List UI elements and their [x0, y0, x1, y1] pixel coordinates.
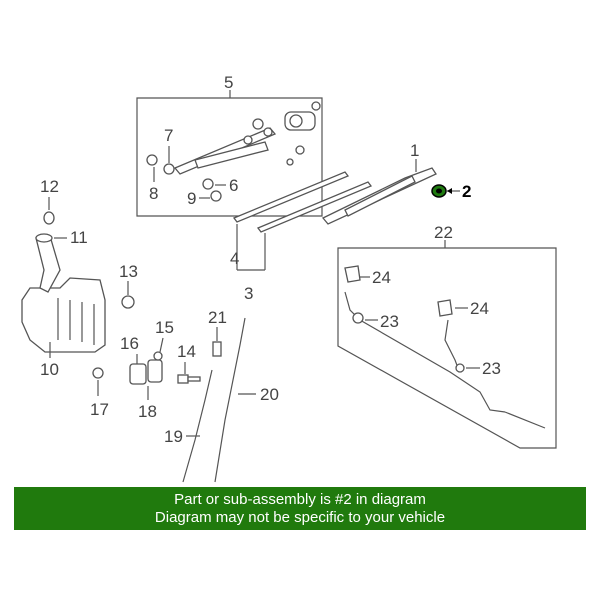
callout-14: 14 — [177, 342, 196, 361]
group-box-5 — [136, 97, 323, 217]
callout-1: 1 — [410, 141, 419, 160]
callout-24b: 24 — [470, 299, 489, 318]
part-9 — [210, 190, 222, 202]
wiper-arm-1 — [321, 167, 437, 225]
washer-reservoir — [21, 233, 106, 353]
callout-10: 10 — [40, 360, 59, 379]
callout-18: 18 — [138, 402, 157, 421]
washer-pump — [129, 351, 163, 385]
info-banner: Part or sub-assembly is #2 in diagram Di… — [14, 487, 586, 530]
callout-6: 6 — [229, 176, 238, 195]
wiper-motor — [284, 101, 321, 166]
callout-12: 12 — [40, 177, 59, 196]
callout-23a: 23 — [380, 312, 399, 331]
part-17 — [92, 367, 104, 379]
part-12 — [43, 211, 55, 225]
callout-2: 2 — [462, 182, 471, 201]
wiper-blades — [232, 171, 373, 233]
callout-13: 13 — [119, 262, 138, 281]
callout-24a: 24 — [372, 268, 391, 287]
callout-19: 19 — [164, 427, 183, 446]
part-7 — [163, 163, 175, 175]
callout-7: 7 — [164, 126, 173, 145]
group-box-22 — [337, 247, 557, 449]
part-6 — [202, 178, 214, 190]
callout-21: 21 — [208, 308, 227, 327]
callout-11: 11 — [70, 228, 88, 247]
callout-3: 3 — [244, 284, 253, 303]
banner-line-1: Part or sub-assembly is #2 in diagram — [174, 491, 426, 508]
callout-5: 5 — [224, 73, 233, 92]
wiper-linkage — [173, 118, 277, 175]
part-8 — [146, 154, 158, 166]
callout-8: 8 — [149, 184, 158, 203]
callout-22: 22 — [434, 223, 453, 242]
callout-20: 20 — [260, 385, 279, 404]
washer-hose-assembly — [344, 265, 546, 429]
callout-23b: 23 — [482, 359, 501, 378]
part-2-cap — [431, 184, 447, 198]
banner-line-2: Diagram may not be specific to your vehi… — [154, 509, 446, 526]
callout-15: 15 — [155, 318, 174, 337]
part-13 — [121, 295, 135, 309]
washer-hose-19-20 — [182, 317, 246, 483]
part-14-bolt — [177, 374, 201, 384]
callout-4: 4 — [230, 249, 239, 268]
part-21-clip — [212, 341, 222, 357]
callout-17: 17 — [90, 400, 109, 419]
callout-9: 9 — [187, 189, 196, 208]
callout-16: 16 — [120, 334, 139, 353]
